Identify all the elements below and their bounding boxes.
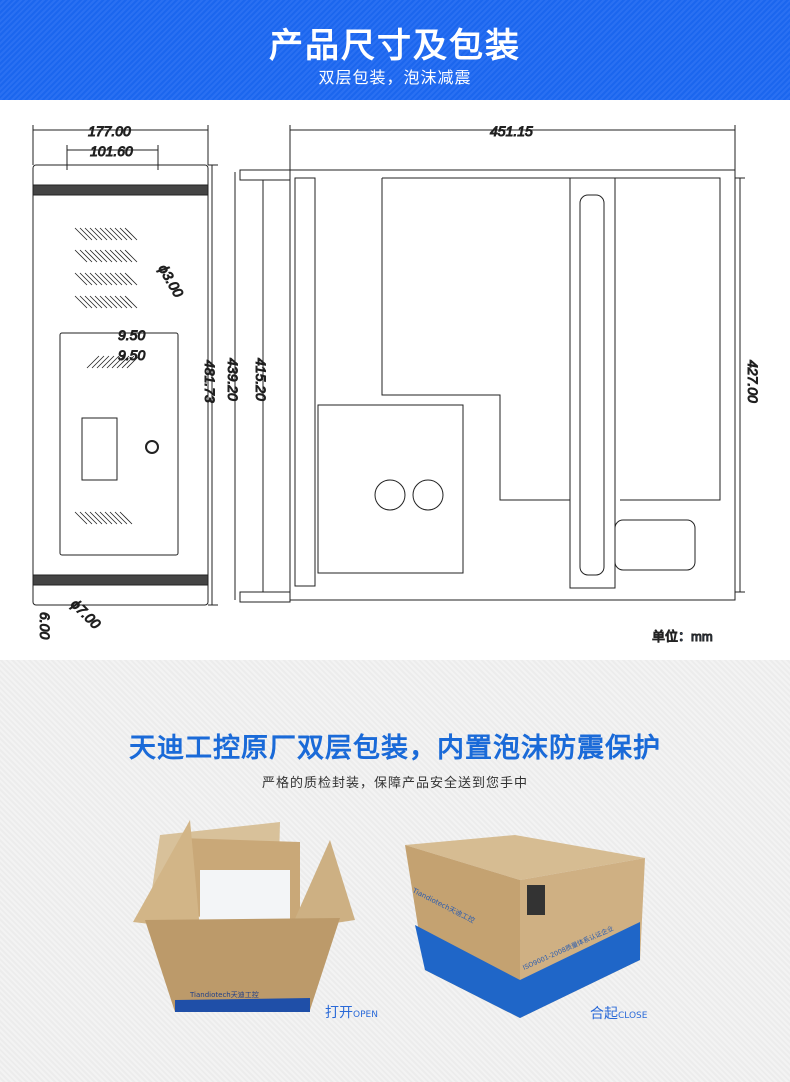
- dim-hole-spacing: 101.60: [90, 143, 133, 159]
- dim-height-mid: 439.20: [225, 358, 241, 401]
- front-view: [32, 125, 264, 606]
- dimension-drawing: 177.00 101.60 ϕ3.00 9.50 9.50 481.73 439…: [0, 100, 790, 660]
- dim-depth-total: 451.15: [490, 123, 533, 139]
- section-subtitle: 双层包装，泡沫减震: [318, 68, 472, 87]
- open-caption: 打开OPEN: [325, 1002, 378, 1022]
- packaging-title: 天迪工控原厂双层包装，内置泡沫防震保护: [129, 733, 661, 764]
- close-label-en: CLOSE: [618, 1011, 648, 1021]
- dim-vent-pitch-2: 9.50: [118, 347, 145, 363]
- section-title: 产品尺寸及包装: [269, 26, 521, 66]
- open-box-image: Tiandiotech天迪工控: [133, 820, 355, 1012]
- packaging-photos: Tiandiotech天迪工控 Tiandiotech天迪工控 ISO9001-…: [133, 820, 645, 1018]
- close-caption: 合起CLOSE: [590, 1003, 647, 1023]
- dim-vent-hole: ϕ3.00: [155, 262, 186, 301]
- dim-vent-pitch-1: 9.50: [118, 327, 145, 343]
- closed-box-image: Tiandiotech天迪工控 ISO9001-2008质量体系认证企业: [405, 835, 645, 1018]
- dim-depth-body: 427.00: [745, 360, 761, 403]
- open-label: 打开: [325, 1005, 353, 1021]
- dim-height-inner: 415.20: [253, 358, 269, 401]
- dim-width-total: 177.00: [88, 123, 131, 139]
- top-view: [239, 125, 745, 603]
- dim-height-total: 481.73: [202, 360, 218, 403]
- dim-mount-offset: 6.00: [37, 612, 53, 639]
- unit-label: 单位：mm: [652, 629, 713, 644]
- section-header: 产品尺寸及包装 双层包装，泡沫减震: [0, 0, 790, 100]
- open-box-brand: Tiandiotech天迪工控: [189, 990, 259, 999]
- packaging-subtitle: 严格的质检封装，保障产品安全送到您手中: [261, 776, 528, 791]
- dim-mount-hole: ϕ7.00: [68, 596, 104, 632]
- packaging-section: 天迪工控原厂双层包装，内置泡沫防震保护 严格的质检封装，保障产品安全送到您手中 …: [0, 660, 790, 1082]
- close-label: 合起: [590, 1006, 618, 1022]
- open-label-en: OPEN: [353, 1010, 378, 1020]
